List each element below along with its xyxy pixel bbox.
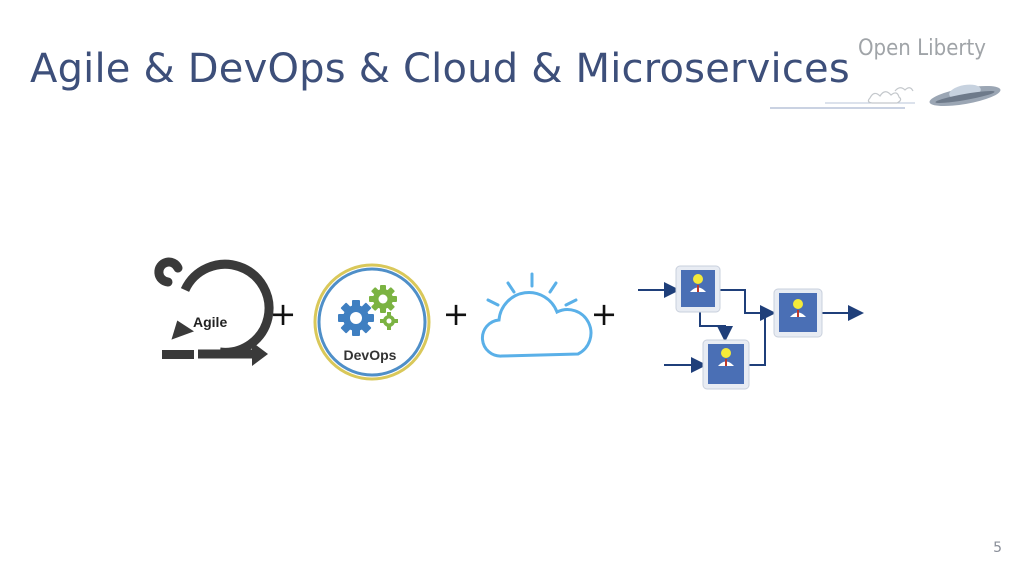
service-node-3	[773, 288, 823, 338]
slide-number: 5	[993, 540, 1002, 556]
gears-icon	[338, 285, 398, 336]
slide-title: Agile & DevOps & Cloud & Microservices	[30, 46, 850, 92]
cloud-icon	[480, 272, 593, 358]
devops-icon: DevOps	[313, 263, 431, 381]
ufo-icon	[770, 84, 1001, 109]
plus-operator-3: +	[591, 295, 618, 333]
logo-text: Open Liberty	[857, 36, 986, 61]
agile-cycle-icon: Agile	[154, 257, 274, 366]
service-node-1	[675, 265, 721, 313]
devops-label: DevOps	[344, 347, 397, 363]
plus-operator-2: +	[443, 295, 470, 333]
microservice-network-icon	[638, 265, 864, 390]
agile-label: Agile	[193, 314, 227, 330]
open-liberty-logo: Open Liberty	[765, 36, 1010, 116]
plus-operator-1: +	[270, 295, 297, 333]
service-node-2	[702, 339, 750, 390]
